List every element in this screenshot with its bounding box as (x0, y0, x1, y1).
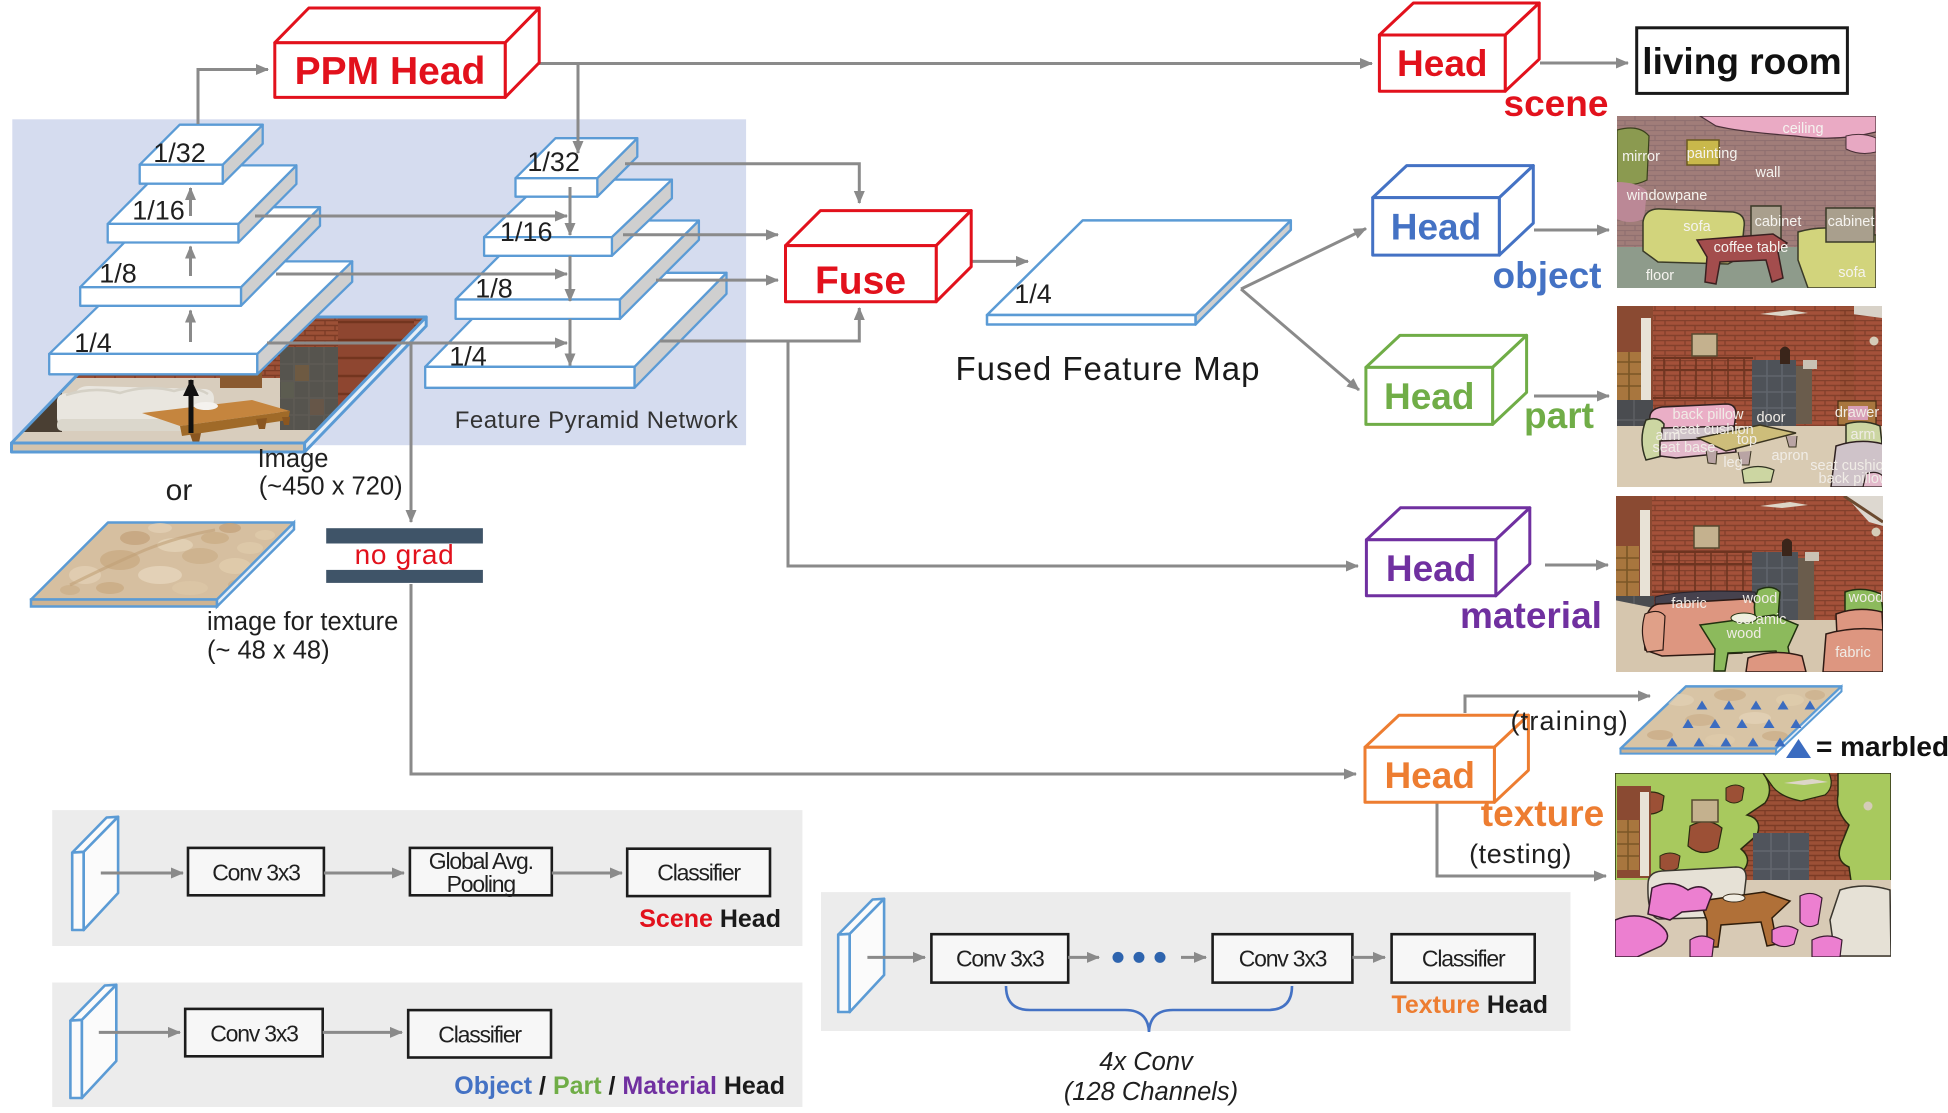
svg-text:fabric: fabric (1671, 596, 1706, 612)
svg-text:1/32: 1/32 (153, 138, 206, 168)
svg-text:apron: apron (1771, 448, 1808, 464)
svg-text:1/4: 1/4 (1014, 279, 1052, 309)
svg-text:scene: scene (1504, 83, 1609, 124)
svg-text:ceiling: ceiling (1782, 121, 1823, 137)
svg-text:Head: Head (1384, 755, 1474, 796)
svg-text:wood: wood (1726, 626, 1762, 642)
svg-text:Feature Pyramid Network: Feature Pyramid Network (455, 407, 739, 434)
svg-text:Head: Head (1391, 206, 1481, 247)
svg-text:seat base: seat base (1653, 440, 1716, 456)
svg-text:windowpane: windowpane (1626, 188, 1708, 204)
svg-text:back pillow: back pillow (1673, 407, 1744, 423)
svg-text:fabric: fabric (1835, 645, 1870, 661)
svg-text:PPM Head: PPM Head (295, 50, 486, 93)
svg-text:Global Avg.: Global Avg. (429, 848, 533, 874)
svg-text:painting: painting (1687, 146, 1738, 162)
svg-text:Texture Head: Texture Head (1391, 991, 1548, 1019)
svg-text:leg: leg (1723, 455, 1742, 471)
svg-text:Fused Feature Map: Fused Feature Map (956, 350, 1261, 387)
svg-text:wood: wood (1848, 590, 1884, 606)
svg-text:drawer: drawer (1835, 405, 1879, 421)
svg-text:image for texture: image for texture (207, 608, 398, 636)
svg-text:Scene Head: Scene Head (639, 905, 781, 933)
svg-text:no grad: no grad (355, 539, 455, 570)
svg-text:or: or (166, 474, 193, 507)
svg-text:arm: arm (1851, 427, 1876, 443)
svg-text:1/16: 1/16 (500, 217, 553, 247)
svg-text:(testing): (testing) (1469, 839, 1572, 869)
svg-text:seat cushion: seat cushion (1810, 458, 1891, 474)
svg-text:(~450 x 720): (~450 x 720) (259, 473, 403, 501)
svg-text:Object / Part / Material Head: Object / Part / Material Head (454, 1072, 785, 1100)
svg-text:arm: arm (1656, 428, 1681, 444)
svg-text:texture: texture (1481, 793, 1604, 834)
svg-text:sofa: sofa (1683, 219, 1711, 235)
svg-text:1/16: 1/16 (132, 196, 185, 226)
svg-text:seat cushion: seat cushion (1672, 422, 1753, 438)
svg-text:top: top (1737, 432, 1757, 448)
svg-text:living room: living room (1642, 41, 1841, 82)
svg-text:Conv 3x3: Conv 3x3 (210, 1021, 298, 1047)
svg-text:Fuse: Fuse (815, 260, 906, 303)
svg-text:floor: floor (1646, 268, 1674, 284)
svg-text:Classifier: Classifier (438, 1022, 522, 1048)
svg-text:cabinet: cabinet (1755, 214, 1802, 230)
svg-text:material: material (1460, 595, 1602, 636)
svg-text:Conv 3x3: Conv 3x3 (956, 946, 1044, 972)
svg-text:1/8: 1/8 (475, 274, 513, 304)
svg-text:(128 Channels): (128 Channels) (1064, 1078, 1238, 1106)
svg-text:Image: Image (258, 445, 329, 473)
svg-text:4x Conv: 4x Conv (1099, 1048, 1194, 1076)
svg-text:(training): (training) (1510, 706, 1629, 736)
svg-text:mirror: mirror (1622, 149, 1660, 165)
svg-text:wall: wall (1755, 165, 1781, 181)
svg-text:ceramic: ceramic (1736, 612, 1787, 628)
svg-text:part: part (1524, 395, 1594, 436)
svg-text:cabinet: cabinet (1828, 214, 1875, 230)
svg-text:Head: Head (1386, 548, 1476, 589)
svg-text:1/4: 1/4 (449, 342, 487, 372)
svg-text:1/32: 1/32 (527, 147, 580, 177)
svg-text:(~ 48 x 48): (~ 48 x 48) (207, 637, 330, 665)
svg-text:1/4: 1/4 (74, 328, 112, 358)
svg-text:Conv 3x3: Conv 3x3 (212, 860, 300, 886)
svg-text:coffee table: coffee table (1714, 240, 1789, 256)
svg-text:sofa: sofa (1838, 265, 1866, 281)
svg-text:wood: wood (1742, 591, 1778, 607)
svg-text:1/8: 1/8 (99, 259, 137, 289)
svg-text:Pooling: Pooling (447, 871, 516, 897)
svg-text:door: door (1756, 410, 1785, 426)
svg-text:Classifier: Classifier (1422, 946, 1506, 972)
svg-text:back pillow: back pillow (1819, 471, 1890, 487)
svg-text:Head: Head (1384, 376, 1474, 417)
svg-text:Head: Head (1397, 43, 1487, 84)
svg-text:Classifier: Classifier (657, 860, 741, 886)
svg-text:object: object (1493, 255, 1602, 296)
svg-text:= marbled: = marbled (1816, 731, 1948, 762)
svg-text:Conv 3x3: Conv 3x3 (1239, 946, 1327, 972)
